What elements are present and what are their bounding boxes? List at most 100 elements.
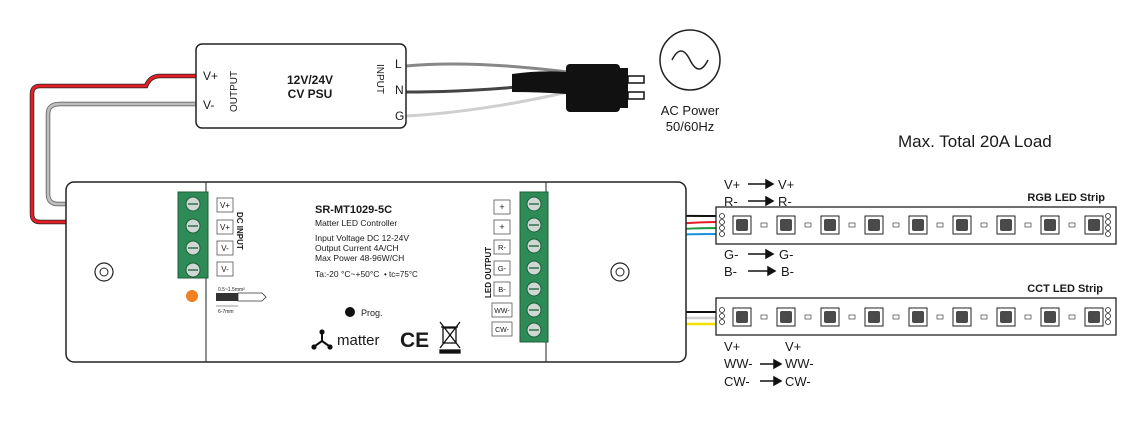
cct-led-emitter (912, 311, 924, 323)
out-terminal-7: CW- (495, 327, 510, 334)
out-terminal-5: B- (498, 285, 506, 294)
controller-spec-power: Max Power 48-96W/CH (315, 253, 404, 263)
cct-led-emitter (1044, 311, 1056, 323)
dc-terminal-4: V- (221, 265, 229, 274)
cct-led-strip (715, 297, 1117, 336)
out-terminal-3: R- (498, 243, 506, 252)
rgb-resistor-mark (980, 222, 988, 228)
cct-resistor-mark (1024, 314, 1032, 320)
dc-input-terminal-block (177, 191, 209, 279)
wire-strip-spec-icon: 0.5~1.5mm² 6-7mm (216, 287, 267, 315)
rgb-map-vplus-from: V+ (724, 177, 740, 192)
ac-wire-g (405, 90, 569, 118)
prog-label: Prog. (361, 308, 383, 318)
cct-map-ww-to: WW- (785, 356, 814, 371)
rgb-map-b-from: B- (724, 264, 737, 279)
rgb-led-emitter (824, 219, 836, 231)
arrow-icon (760, 358, 783, 387)
rgb-resistor-mark (760, 222, 768, 228)
rgb-map-top: V+ V+ R- R- (724, 177, 794, 209)
controller-subtitle: Matter LED Controller (315, 218, 397, 228)
rgb-led-emitter (912, 219, 924, 231)
wire-spec-strip-length: 6-7mm (218, 309, 234, 315)
rgb-map-r-to: R- (778, 194, 792, 209)
psu-vplus-label: V+ (203, 69, 218, 83)
psu-title-line2: CV PSU (288, 87, 333, 101)
cct-resistor-mark (936, 314, 944, 320)
rgb-led-emitter (1000, 219, 1012, 231)
rgb-resistor-mark (892, 222, 900, 228)
rgb-resistor-mark (848, 222, 856, 228)
led-output-terminal-labels: + + R- G- B- WW- CW- (491, 199, 513, 337)
controller-spec-input: Input Voltage DC 12-24V (315, 233, 409, 243)
cct-resistor-mark (1068, 314, 1076, 320)
psu-box: V+ V- OUTPUT 12V/24V CV PSU INPUT L N G (195, 43, 407, 129)
cct-led-emitter (956, 311, 968, 323)
wire-spec-gauge: 0.5~1.5mm² (218, 287, 245, 293)
ac-frequency-label: 50/60Hz (666, 119, 714, 134)
controller-model: SR-MT1029-5C (315, 204, 392, 216)
dc-terminal-2: V+ (220, 223, 230, 232)
rgb-map-g-to: G- (779, 247, 793, 262)
led-output-terminal-block (519, 191, 549, 343)
psu-pin-n: N (395, 83, 404, 97)
controller-temp: Ta:-20 °C~+50°C (315, 269, 379, 279)
out-terminal-2: + (499, 222, 504, 232)
ac-sine-icon (659, 29, 721, 91)
psu-vminus-label: V- (203, 98, 214, 112)
rgb-led-strip (715, 206, 1117, 245)
rgb-resistor-mark (804, 222, 812, 228)
matter-logo-icon (311, 329, 333, 350)
rgb-led-emitter (1044, 219, 1056, 231)
controller-spec-current: Output Current 4A/CH (315, 243, 399, 253)
psu-title-line1: 12V/24V (287, 73, 333, 87)
max-load-label: Max. Total 20A Load (898, 132, 1052, 151)
rgb-led-emitter (780, 219, 792, 231)
ce-mark: CE (400, 329, 429, 352)
rgb-resistor-mark (1068, 222, 1076, 228)
cct-map-bottom: V+ V+ WW- WW- CW- CW- (724, 339, 814, 389)
arrow-icon (748, 178, 775, 207)
psu-input-label: INPUT (374, 64, 385, 94)
rgb-map-bottom: G- G- B- B- (724, 247, 794, 279)
cct-map-cw-from: CW- (724, 374, 750, 389)
cct-led-emitter (780, 311, 792, 323)
cct-map-vplus-to: V+ (785, 339, 801, 354)
psu-pin-l: L (395, 57, 402, 71)
cct-resistor-mark (804, 314, 812, 320)
dc-terminal-3: V- (221, 244, 229, 253)
rgb-map-b-to: B- (781, 264, 794, 279)
cct-led-emitter (1000, 311, 1012, 323)
rgb-strip-title: RGB LED Strip (1027, 192, 1105, 204)
controller-tc: • tc=75°C (384, 270, 418, 279)
cct-led-emitter (1088, 311, 1100, 323)
matter-wordmark: matter (337, 332, 380, 349)
cct-map-ww-from: WW- (724, 356, 753, 371)
ac-power-label: AC Power (661, 103, 720, 118)
dc-input-label: DC INPUT (235, 212, 244, 250)
cct-led-emitter (824, 311, 836, 323)
prog-button[interactable] (345, 307, 355, 317)
dc-terminal-labels: V+ V+ V- V- DC INPUT (216, 197, 244, 277)
rgb-led-emitter (1088, 219, 1100, 231)
cct-resistor-mark (848, 314, 856, 320)
rgb-resistor-mark (1024, 222, 1032, 228)
status-led-dot (186, 290, 198, 302)
cct-resistor-mark (760, 314, 768, 320)
ac-wire-l (405, 62, 569, 74)
rgb-map-g-from: G- (724, 247, 738, 262)
weee-bin-icon (439, 321, 461, 354)
led-output-label: LED OUTPUT (484, 247, 493, 298)
rgb-map-r-from: R- (724, 194, 738, 209)
out-terminal-4: G- (498, 264, 507, 273)
psu-pin-g: G (395, 109, 404, 123)
cct-led-emitter (736, 311, 748, 323)
out-terminal-6: WW- (494, 308, 510, 315)
rgb-map-vplus-to: V+ (778, 177, 794, 192)
dc-terminal-1: V+ (220, 201, 230, 210)
rgb-led-emitter (956, 219, 968, 231)
cct-map-vplus-from: V+ (724, 339, 740, 354)
rgb-resistor-mark (936, 222, 944, 228)
rgb-led-emitter (736, 219, 748, 231)
